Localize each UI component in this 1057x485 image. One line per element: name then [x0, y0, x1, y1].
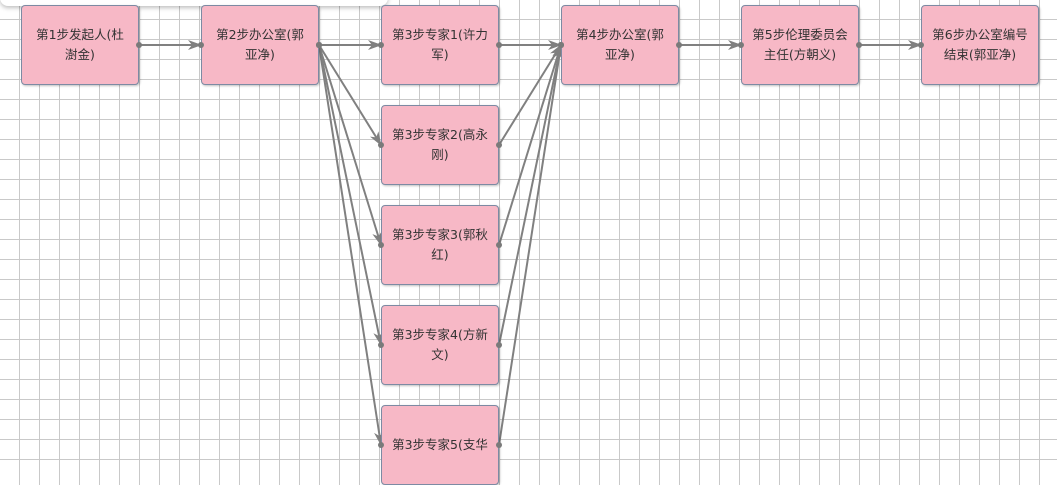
connector-dot[interactable]: [378, 342, 384, 348]
node-step3-expert4[interactable]: 第3步专家4(方新文): [381, 305, 499, 385]
connector-dot[interactable]: [918, 42, 924, 48]
edge-s2-s32: [318, 44, 382, 146]
edge-s2-s35: [318, 44, 384, 446]
edge-s2-s33: [318, 44, 382, 246]
node-step3-expert5[interactable]: 第3步专家5(支华: [381, 405, 499, 485]
edge-s32-s4: [498, 44, 562, 146]
edge-s2-s34: [318, 44, 384, 346]
connector-dot[interactable]: [676, 42, 682, 48]
connector-dot[interactable]: [558, 42, 564, 48]
connector-dot[interactable]: [856, 42, 862, 48]
connector-dot[interactable]: [496, 142, 502, 148]
edge-s34-s4: [498, 44, 564, 346]
connector-dot[interactable]: [378, 142, 384, 148]
node-step3-expert2[interactable]: 第3步专家2(高永刚): [381, 105, 499, 185]
node-step3-expert1[interactable]: 第3步专家1(许力军): [381, 5, 499, 85]
connector-dot[interactable]: [496, 42, 502, 48]
node-step4-office[interactable]: 第4步办公室(郭亚净): [561, 5, 679, 85]
edge-s33-s4: [498, 44, 562, 246]
node-step1-initiator[interactable]: 第1步发起人(杜澍金): [21, 5, 139, 85]
connector-dot[interactable]: [316, 42, 322, 48]
connector-dot[interactable]: [496, 242, 502, 248]
connector-dot[interactable]: [378, 242, 384, 248]
connector-dot[interactable]: [136, 42, 142, 48]
node-step5-ethics-chair[interactable]: 第5步伦理委员会主任(方朝义): [741, 5, 859, 85]
node-step3-expert3[interactable]: 第3步专家3(郭秋红): [381, 205, 499, 285]
connector-dot[interactable]: [378, 442, 384, 448]
toolbar-edge: [0, 0, 388, 6]
node-step6-office-end[interactable]: 第6步办公室编号结束(郭亚净): [921, 5, 1039, 85]
connector-dot[interactable]: [738, 42, 744, 48]
connector-dot[interactable]: [198, 42, 204, 48]
connector-dot[interactable]: [378, 42, 384, 48]
connector-dot[interactable]: [496, 342, 502, 348]
node-step2-office[interactable]: 第2步办公室(郭亚净): [201, 5, 319, 85]
edge-s35-s4: [498, 44, 564, 446]
connector-dot[interactable]: [496, 442, 502, 448]
